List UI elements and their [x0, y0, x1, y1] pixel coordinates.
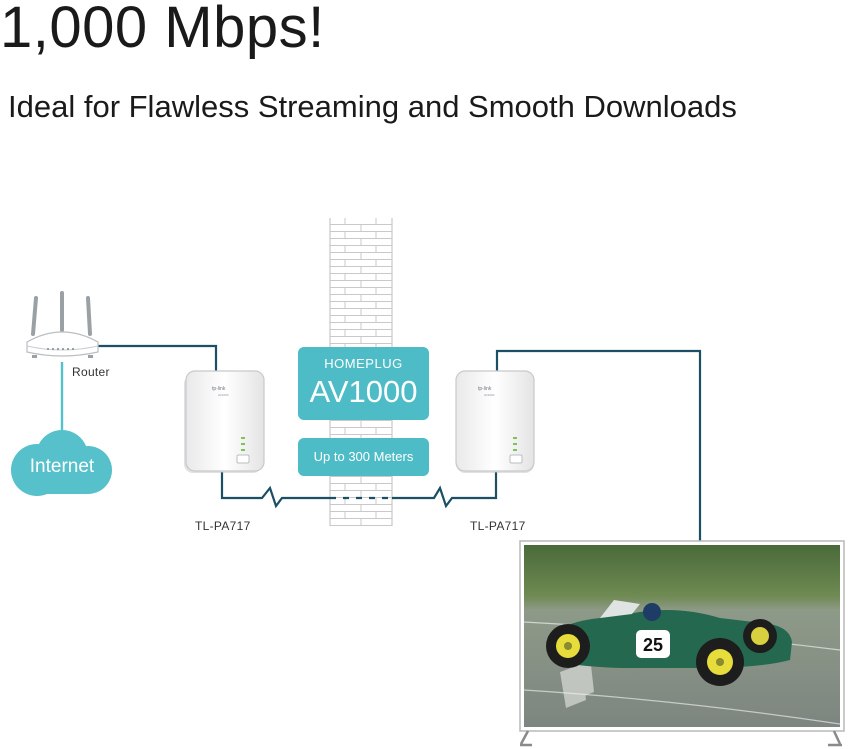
powerline-right — [392, 472, 498, 509]
router-label: Router — [72, 365, 110, 379]
homeplug-badge: HOMEPLUG AV1000 — [298, 347, 429, 420]
adapter-right-model: TL-PA717 — [470, 519, 526, 533]
car-number: 25 — [643, 635, 663, 655]
cable-router-to-left-adapter — [98, 344, 218, 372]
svg-text:tp-link: tp-link — [212, 386, 226, 392]
internet-label: Internet — [29, 456, 95, 477]
cable-right-adapter-to-tv — [495, 349, 702, 542]
powerline-left — [220, 472, 330, 509]
svg-text:AV1000: AV1000 — [484, 393, 495, 397]
adapter-left-model: TL-PA717 — [195, 519, 251, 533]
internet-cloud-icon — [11, 430, 112, 496]
powerline-adapter-left: tp-link AV1000 — [184, 370, 265, 473]
svg-text:tp-link: tp-link — [478, 386, 492, 392]
range-badge: Up to 300 Meters — [298, 438, 429, 476]
router-icon — [26, 291, 99, 358]
standard-label: AV1000 — [309, 374, 418, 409]
svg-text:AV1000: AV1000 — [218, 393, 229, 397]
race-car-icon: 25 — [546, 600, 792, 686]
powerline-adapter-right: tp-link AV1000 — [455, 370, 535, 473]
headline: 1,000 Mbps! — [0, 0, 325, 60]
homeplug-label: HOMEPLUG — [324, 356, 403, 371]
subheadline: Ideal for Flawless Streaming and Smooth … — [8, 89, 737, 124]
tv-icon: 25 — [519, 540, 845, 747]
